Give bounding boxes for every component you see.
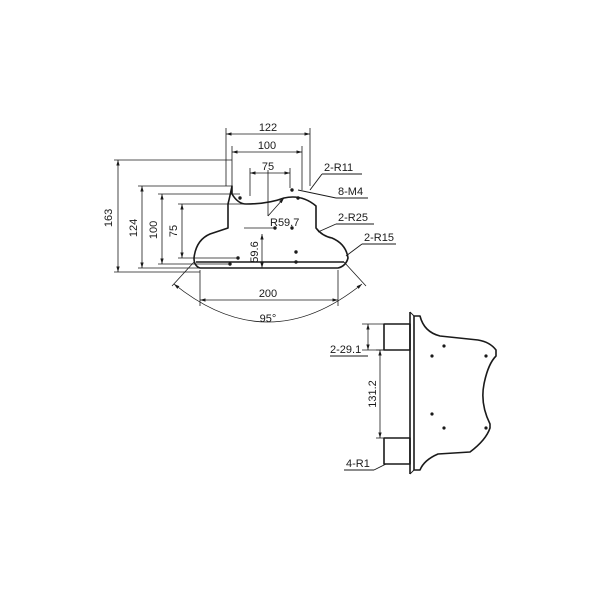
dim-base-200: 200: [199, 270, 339, 306]
mount-hole: [290, 226, 294, 230]
dim-label-100-vertical: 100: [148, 221, 160, 239]
callout-label-2-r11: 2-R11: [324, 162, 353, 174]
dim-angle-95: 95°: [171, 261, 367, 325]
side-mount-hole: [430, 412, 434, 416]
side-plate-outline: [413, 315, 497, 471]
dim-height-100: 100: [148, 193, 240, 265]
dim-width-122: 122: [225, 122, 311, 186]
dim-height-59-6: 59.6: [244, 227, 275, 268]
mount-hole: [294, 260, 298, 264]
side-tube-top: [383, 323, 411, 351]
dim-label-163: 163: [103, 209, 115, 227]
dim-width-100: 100: [231, 140, 303, 190]
dim-height-131-2: 131.2: [367, 349, 384, 439]
dim-height-75: 75: [168, 203, 246, 259]
callout-8-m4: 8-M4: [297, 186, 368, 199]
dim-height-124: 124: [128, 185, 232, 269]
side-plate-edge: [409, 311, 415, 317]
callout-2-r25: 2-R25: [317, 212, 374, 233]
side-mount-hole: [442, 344, 446, 348]
dim-label-59-6: 59.6: [249, 241, 261, 262]
callout-4-r1: 4-R1: [344, 458, 387, 471]
dim-radius-59-7: R59.7: [267, 170, 299, 229]
callout-2-r11: 2-R11: [309, 162, 362, 191]
mount-hole: [238, 196, 242, 200]
callout-2-r15: 2-R15: [345, 232, 396, 257]
dim-label-r59-7: R59.7: [270, 217, 299, 229]
side-view: 2-29.1 131.2 4-R1: [330, 311, 497, 475]
side-mount-hole: [430, 354, 434, 358]
dim-label-131-2: 131.2: [367, 380, 379, 408]
dim-label-122: 122: [259, 122, 277, 134]
dim-label-200: 200: [259, 288, 277, 300]
mount-hole: [296, 196, 300, 200]
side-plate-edge: [409, 469, 415, 475]
dim-width-75: 75: [249, 161, 291, 196]
dim-label-75: 75: [262, 161, 274, 173]
callout-label-4-r1: 4-R1: [346, 458, 370, 470]
side-tube-bottom: [383, 437, 411, 465]
callout-label-2-r25: 2-R25: [338, 212, 368, 224]
dim-label-75-vertical: 75: [168, 225, 180, 237]
front-view: 122 100 75 163 124: [103, 122, 396, 325]
dim-label-95-deg: 95°: [260, 313, 277, 325]
side-mount-hole: [442, 426, 446, 430]
dim-label-124: 124: [128, 219, 140, 237]
dim-height-163: 163: [103, 159, 232, 273]
mount-hole: [290, 188, 294, 192]
callout-label-2-r15: 2-R15: [364, 232, 394, 244]
callout-label-8-m4: 8-M4: [338, 186, 363, 198]
dim-label-100: 100: [258, 140, 276, 152]
front-bracket-outline: [193, 185, 349, 269]
side-mount-hole: [484, 354, 488, 358]
side-mount-hole: [484, 426, 488, 430]
dim-offset-29-1: 2-29.1: [330, 323, 384, 357]
dim-label-2-29-1: 2-29.1: [330, 344, 361, 356]
mount-hole: [294, 250, 298, 254]
